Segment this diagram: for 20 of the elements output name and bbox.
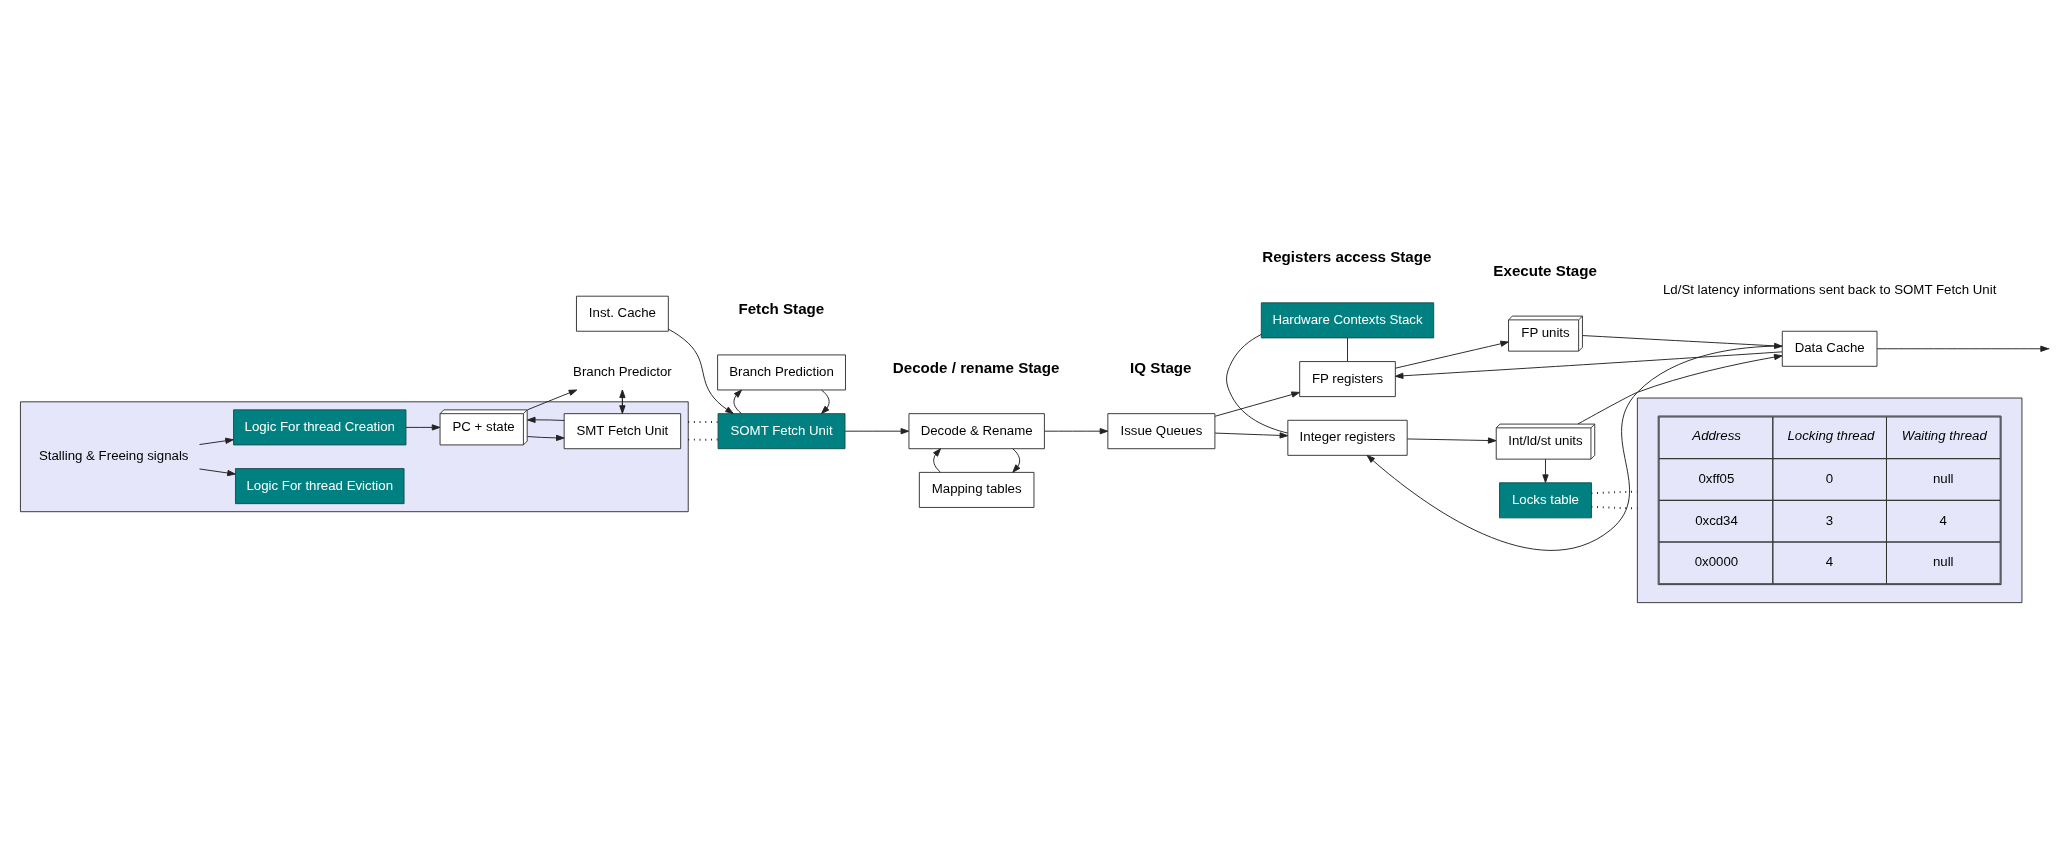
node-text: Branch Predictor xyxy=(573,363,672,379)
label: 3 xyxy=(1825,512,1834,528)
label: 4 xyxy=(1939,512,1947,528)
label: 0 xyxy=(1825,470,1834,486)
label: 4 xyxy=(1825,553,1834,569)
label: IQ Stage xyxy=(1130,358,1192,376)
label: Registers access Stage xyxy=(1262,247,1432,265)
label: Execute Stage xyxy=(1493,261,1597,279)
node-text: Stalling & Freeing signals xyxy=(38,447,189,463)
label: Decode / rename Stage xyxy=(892,358,1060,376)
label: 0x0000 xyxy=(1694,553,1739,569)
label: Waiting thread xyxy=(1901,427,1987,443)
label: Fetch Stage xyxy=(738,299,825,317)
label: 0xff05 xyxy=(1698,470,1735,486)
label: null xyxy=(1932,553,1954,569)
label: Address xyxy=(1692,427,1741,443)
label: Locking thread xyxy=(1787,427,1875,443)
label: null xyxy=(1932,470,1954,486)
label: Ld/St latency informations sent back to SOMT Fetch Unit xyxy=(1662,281,1997,297)
label: 0xcd34 xyxy=(1695,512,1738,528)
